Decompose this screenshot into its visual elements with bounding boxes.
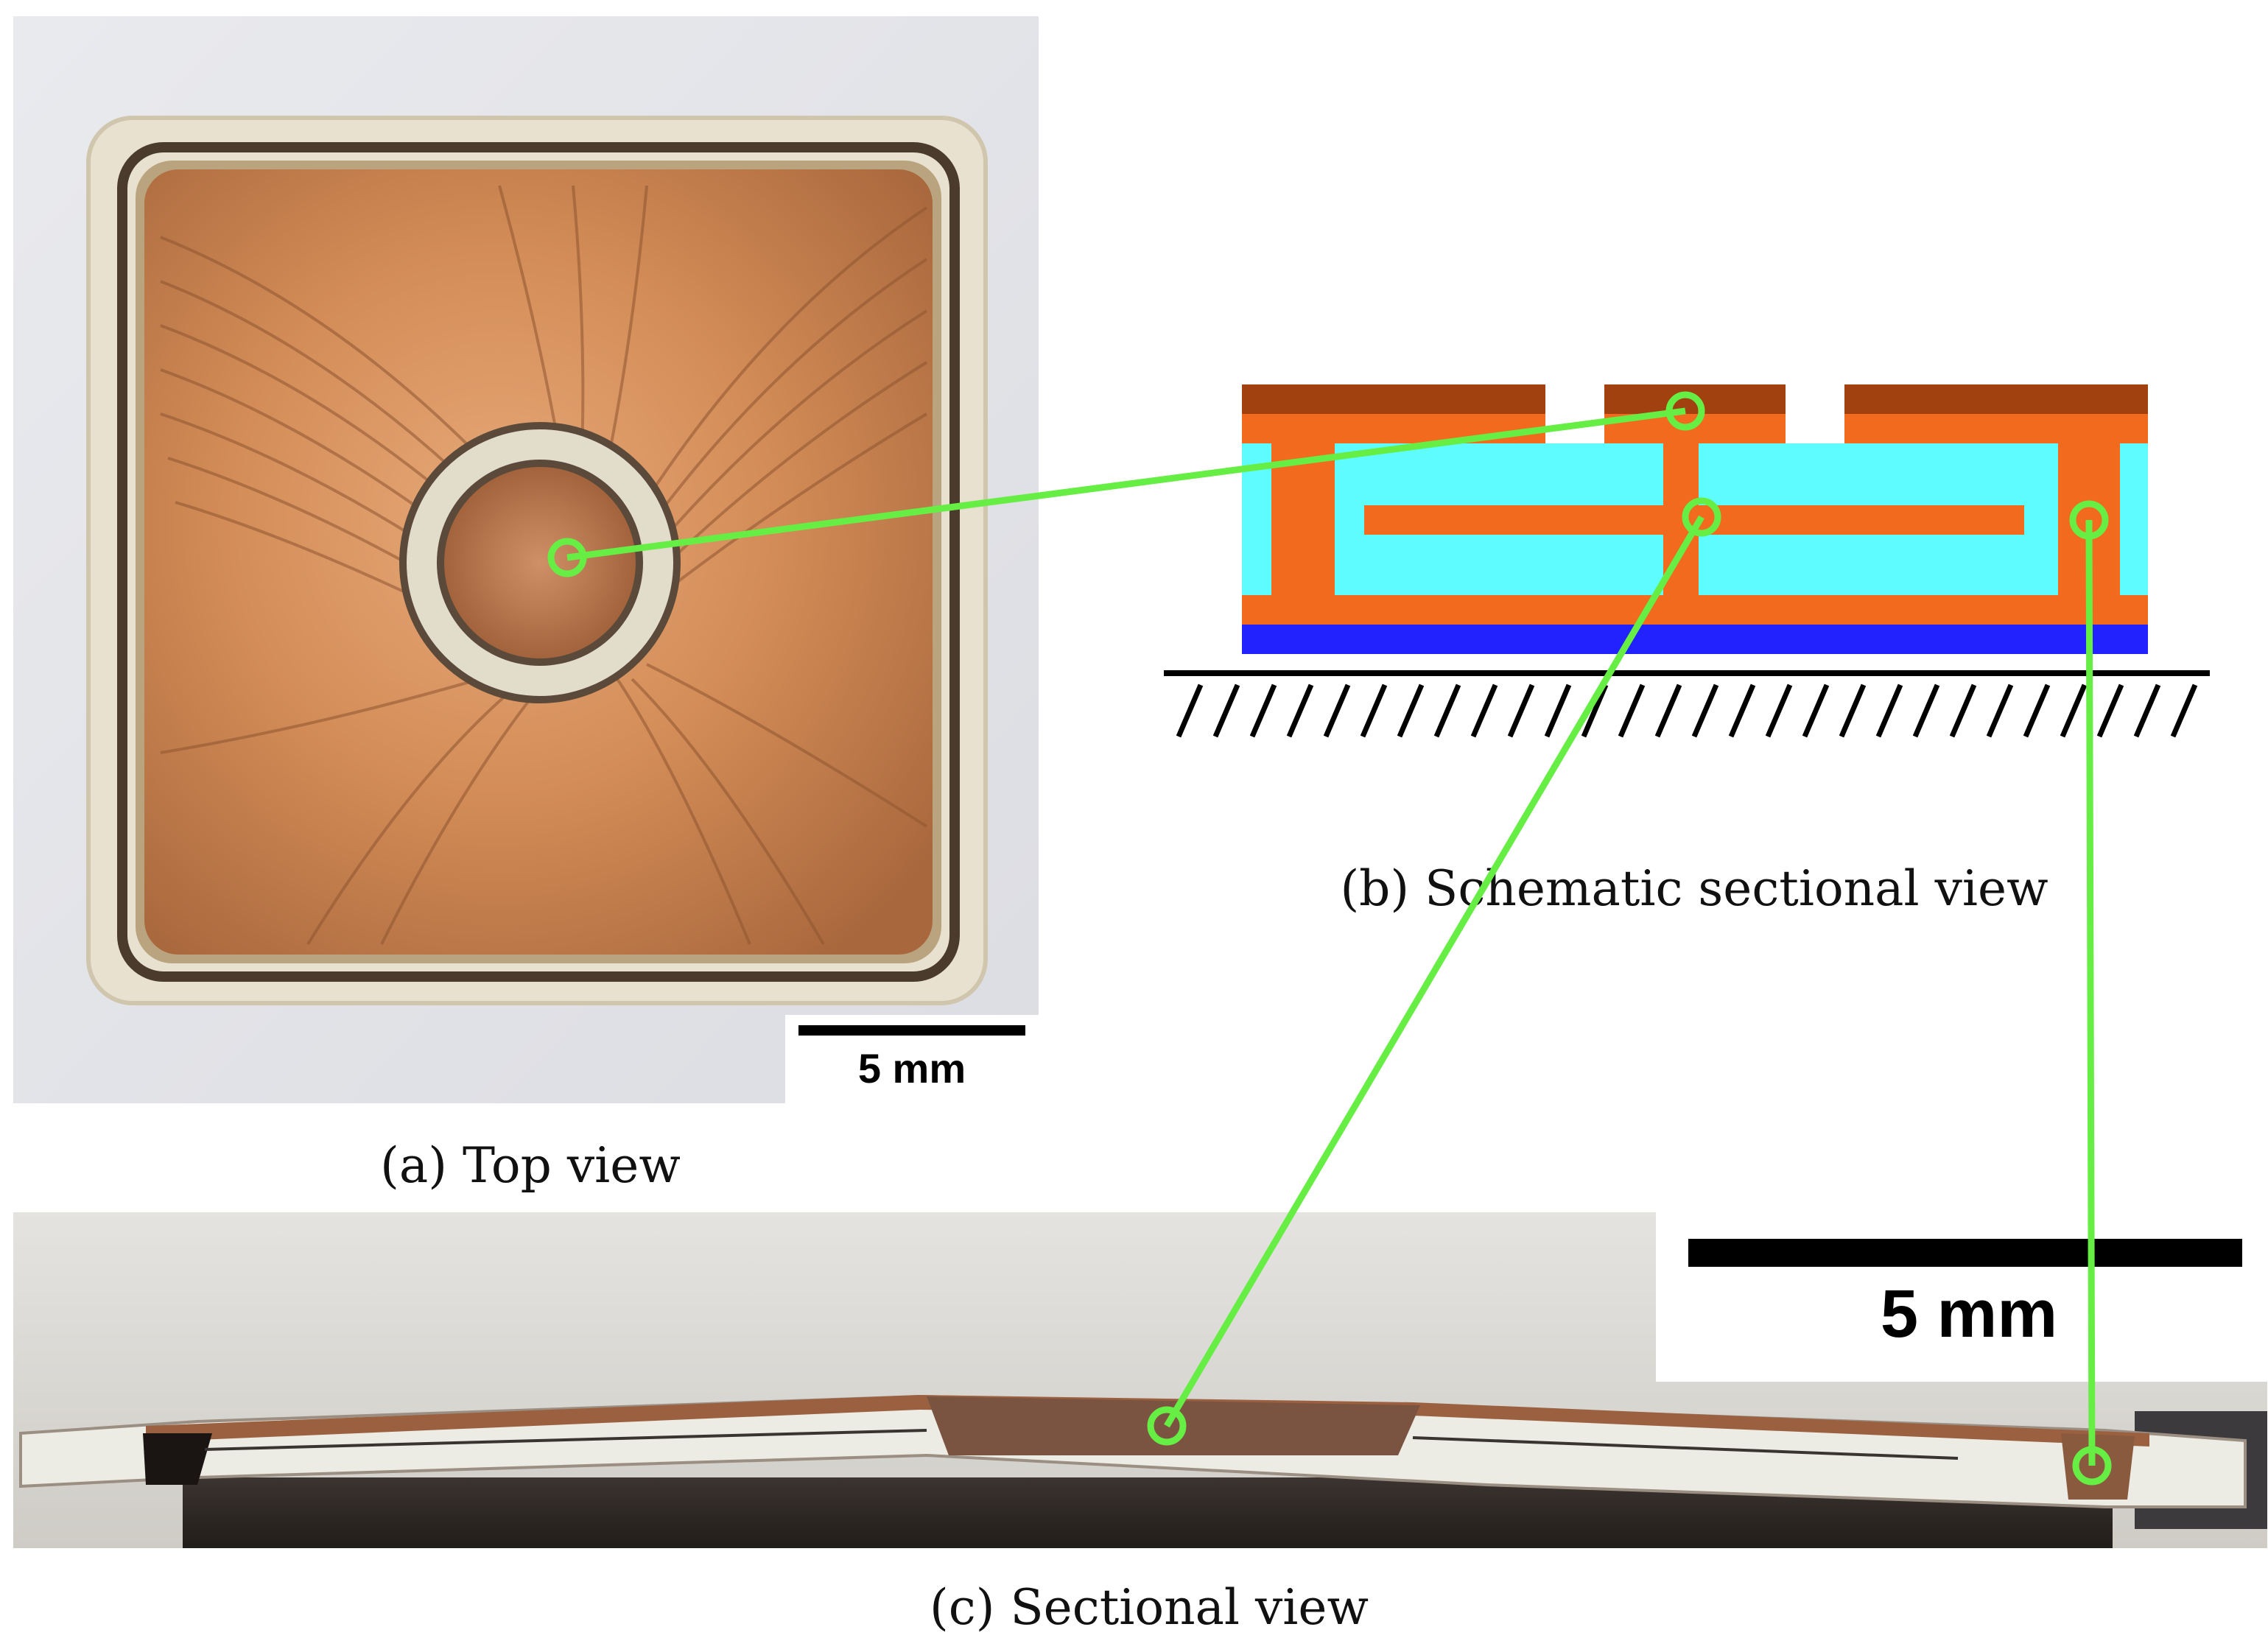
scale-bar-box-a: 5 mm [785, 1015, 1039, 1103]
base-layer [1242, 625, 2148, 654]
scale-label-a: 5 mm [857, 1045, 966, 1092]
scale-bar-a [798, 1025, 1025, 1036]
caption-a: (a) Top view [380, 1137, 681, 1194]
inner-conductor [1364, 505, 2024, 535]
scale-bar-box-c: 5 mm [1656, 1212, 2267, 1382]
top-copper-right [1844, 384, 2148, 414]
scale-label-c: 5 mm [1880, 1276, 2058, 1352]
schematic-sectional-view [1149, 368, 2225, 766]
caption-b: (b) Schematic sectional view [1340, 860, 2048, 917]
caption-c: (c) Sectional view [930, 1579, 1369, 1636]
scale-bar-c [1688, 1239, 2242, 1267]
top-copper-left [1242, 384, 1545, 414]
top-view-photo [13, 16, 1039, 1103]
top-copper-center [1604, 384, 1786, 414]
